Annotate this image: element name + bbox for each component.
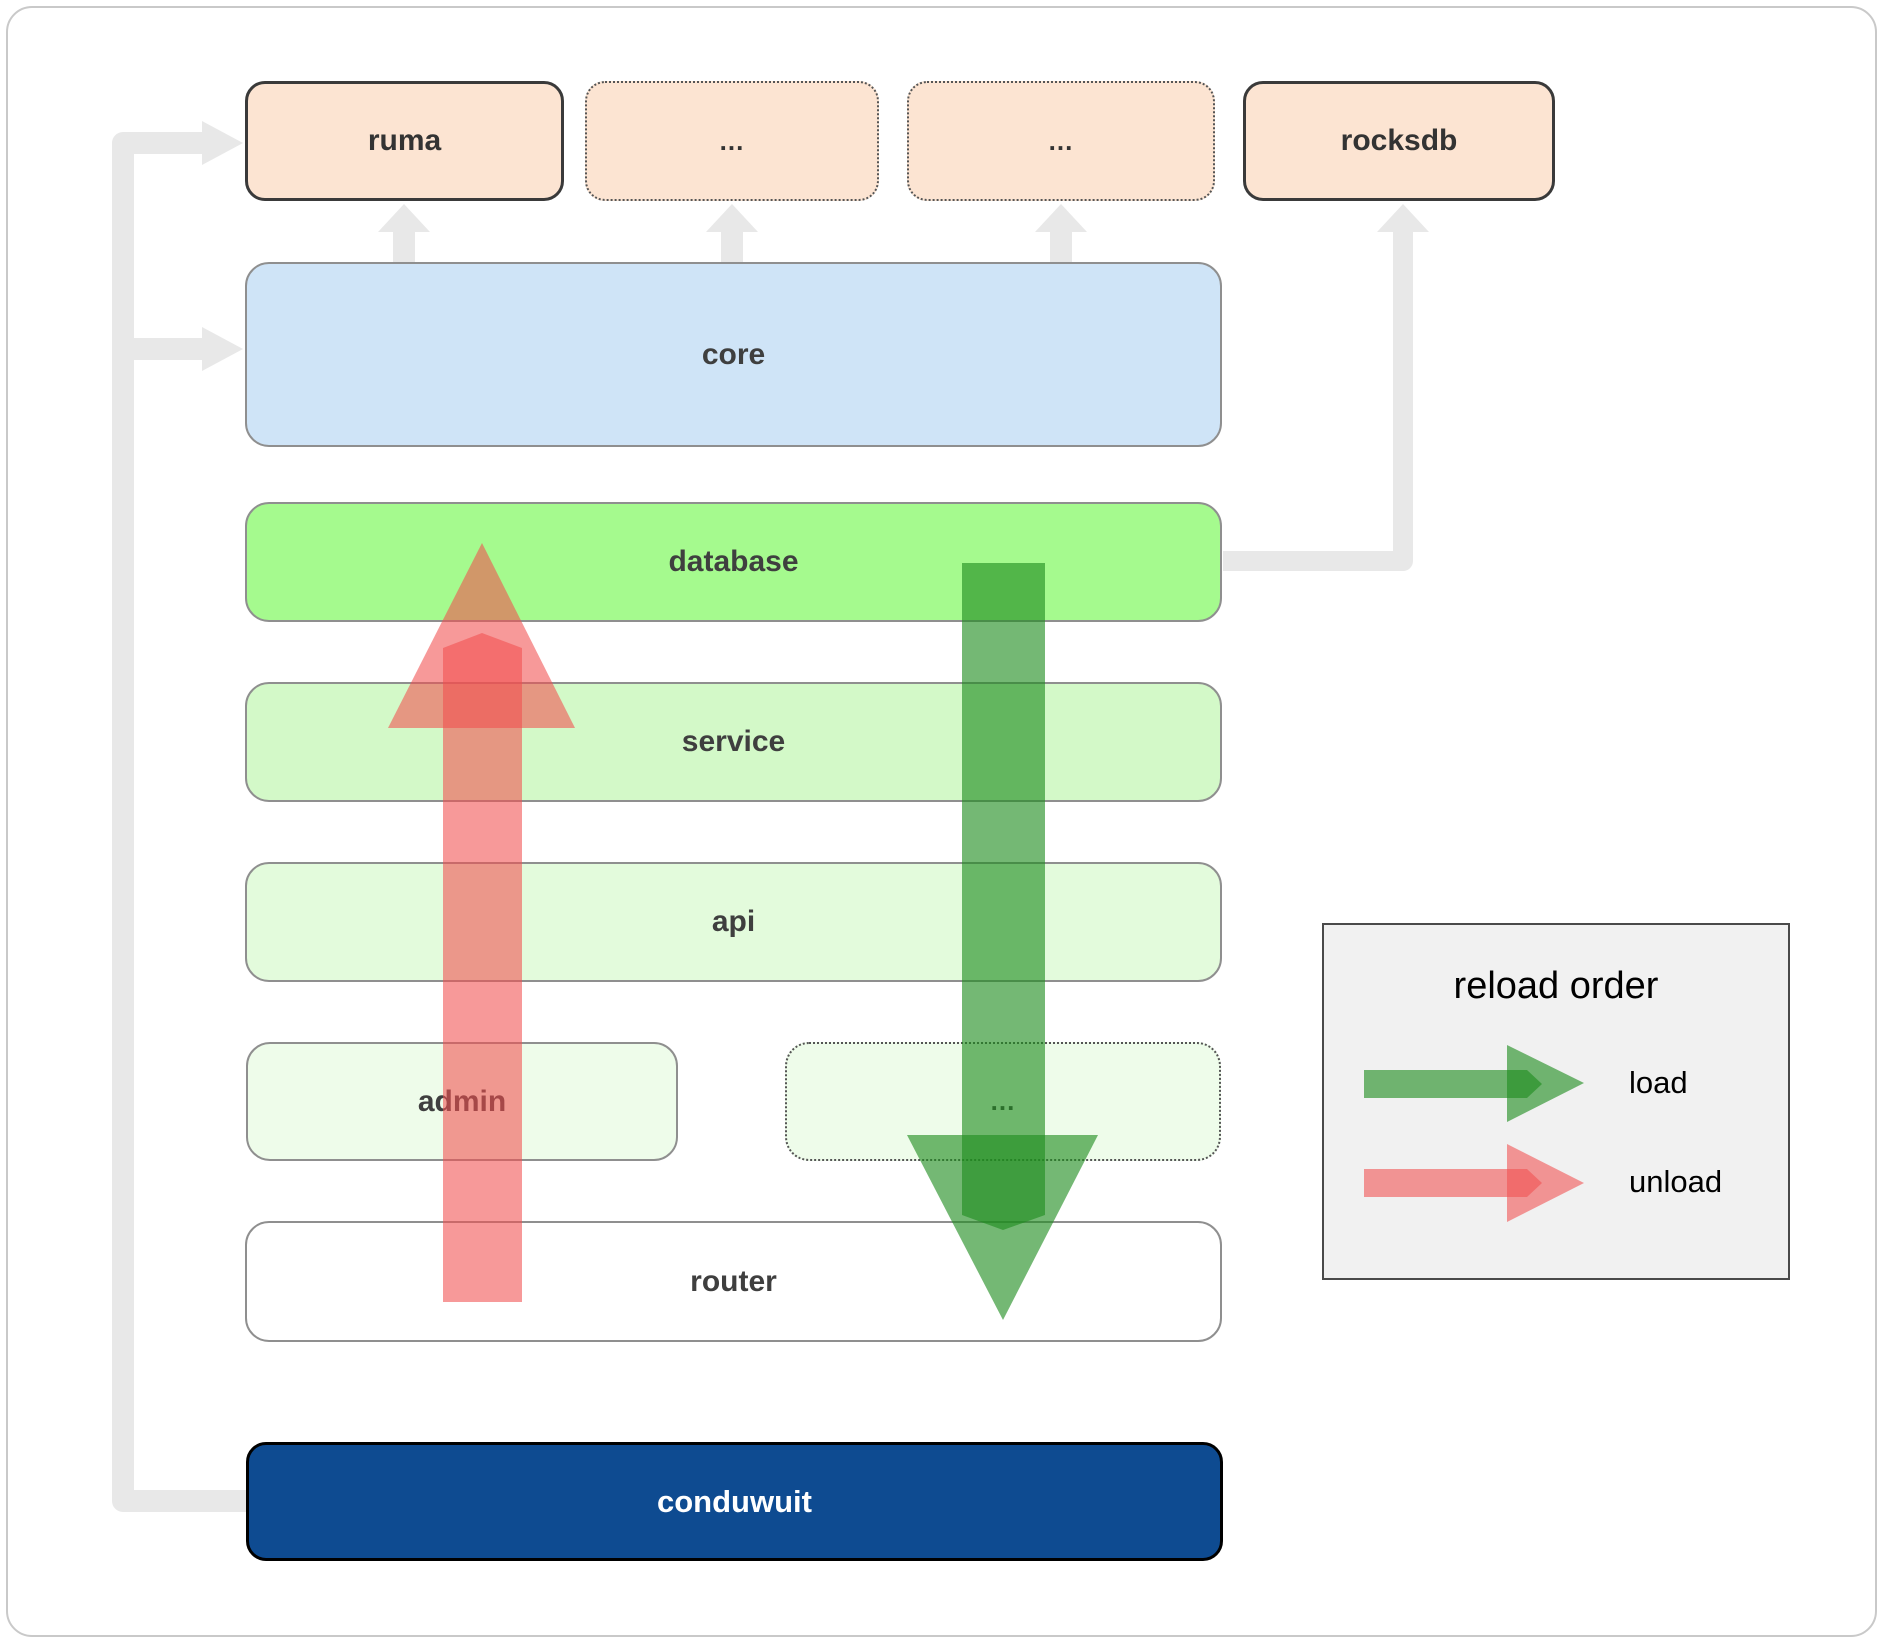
legend-unload-arrow-shaft — [1364, 1169, 1542, 1197]
node-ruma: ruma — [245, 81, 564, 201]
node-core-label: core — [701, 337, 766, 371]
legend-load-arrow-head — [1507, 1045, 1584, 1122]
node-ellipsis-admin-row-label: ... — [990, 1086, 1016, 1116]
node-service: service — [245, 682, 1222, 802]
node-admin-label: admin — [417, 1084, 507, 1118]
node-rocksdb: rocksdb — [1243, 81, 1555, 201]
node-ellipsis-admin-row: ... — [785, 1042, 1221, 1161]
node-database-label: database — [668, 545, 799, 578]
node-database: database — [245, 502, 1222, 622]
node-router-label: router — [690, 1264, 777, 1298]
legend-load-label: load — [1629, 1065, 1688, 1100]
node-api: api — [245, 862, 1222, 982]
node-ellipsis-top-2-label: ... — [1048, 125, 1074, 156]
legend-load-arrow-shaft — [1364, 1070, 1542, 1098]
legend-unload-arrow-head — [1507, 1144, 1584, 1222]
legend-arrows — [1364, 1045, 1584, 1222]
node-conduwuit: conduwuit — [246, 1442, 1223, 1561]
node-api-label: api — [711, 905, 756, 938]
legend-title: reload order — [1453, 965, 1659, 1007]
node-service-label: service — [681, 725, 786, 758]
node-conduwuit-label: conduwuit — [657, 1483, 812, 1519]
node-router: router — [245, 1221, 1222, 1342]
node-rocksdb-label: rocksdb — [1340, 124, 1458, 157]
legend-unload-label: unload — [1629, 1164, 1723, 1199]
legend: reload order load unload — [1322, 923, 1790, 1280]
node-ellipsis-top-1: ... — [585, 81, 879, 201]
node-ellipsis-top-2: ... — [907, 81, 1215, 201]
outer-frame — [6, 6, 1877, 1637]
node-admin: admin — [246, 1042, 678, 1161]
node-ruma-label: ruma — [367, 124, 442, 157]
node-ellipsis-top-1-label: ... — [719, 125, 745, 156]
node-core: core — [245, 262, 1222, 447]
